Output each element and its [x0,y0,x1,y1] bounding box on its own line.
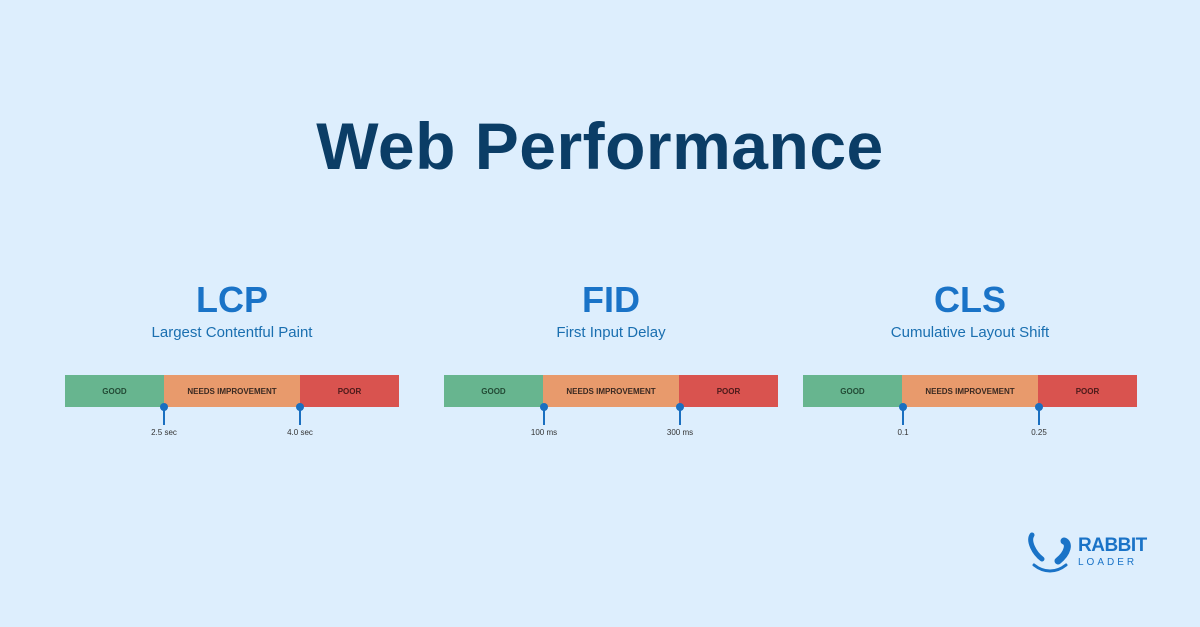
threshold-label: 0.25 [1031,428,1047,437]
rabbit-ears-icon [1028,532,1071,573]
metric-name: Largest Contentful Paint [151,324,313,341]
segment-good: GOOD [803,375,902,407]
threshold-bar: GOOD NEEDS IMPROVEMENT POOR [803,375,1137,407]
threshold-bar: GOOD NEEDS IMPROVEMENT POOR [444,375,778,407]
segment-needs-improvement: NEEDS IMPROVEMENT [164,375,300,407]
metric-name: Cumulative Layout Shift [890,324,1050,341]
threshold-bar: GOOD NEEDS IMPROVEMENT POOR [65,375,399,407]
metric-cls: CLS Cumulative Layout Shift GOOD NEEDS I… [803,278,1137,437]
page-title: Web Performance [316,109,884,183]
rabbit-loader-logo: RABBIT LOADER [1028,531,1147,573]
metric-lcp: LCP Largest Contentful Paint GOOD NEEDS … [65,278,399,437]
threshold-marker [676,403,684,425]
threshold-marker [540,403,548,425]
segment-good: GOOD [65,375,164,407]
threshold-label: 100 ms [530,428,558,437]
segment-poor: POOR [679,375,778,407]
threshold-label: 4.0 sec [287,428,313,437]
metric-acronym: FID [582,279,640,320]
segment-poor: POOR [1038,375,1137,407]
metric-acronym: LCP [196,279,268,320]
segment-needs-improvement: NEEDS IMPROVEMENT [902,375,1038,407]
threshold-marker [160,403,168,425]
logo-line2: LOADER [1078,557,1138,568]
metric-name: First Input Delay [556,324,666,341]
threshold-marker [899,403,907,425]
threshold-label: 300 ms [666,428,694,437]
metric-acronym: CLS [934,279,1006,320]
logo-line1: RABBIT [1078,535,1147,556]
threshold-marker [1035,403,1043,425]
segment-needs-improvement: NEEDS IMPROVEMENT [543,375,679,407]
threshold-label: 2.5 sec [151,428,177,437]
threshold-marker [296,403,304,425]
metric-fid: FID First Input Delay GOOD NEEDS IMPROVE… [444,278,778,437]
segment-good: GOOD [444,375,543,407]
threshold-label: 0.1 [897,428,909,437]
segment-poor: POOR [300,375,399,407]
